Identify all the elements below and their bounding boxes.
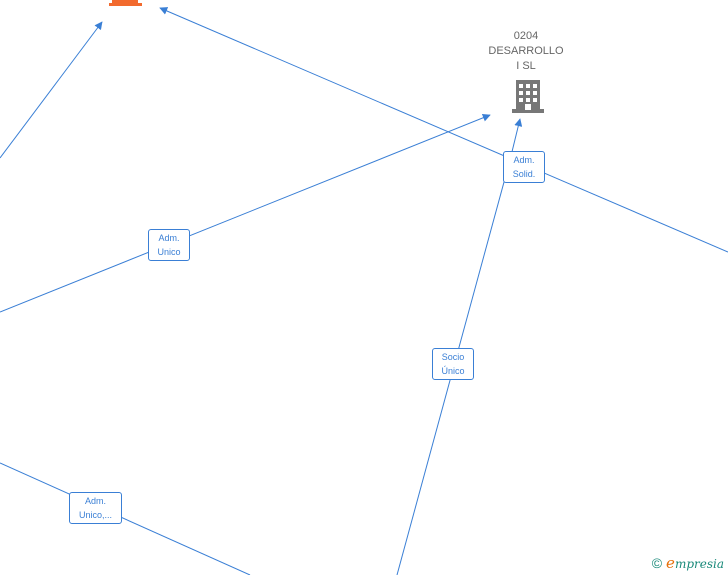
edge-label-adm-unico[interactable]: Adm. Unico xyxy=(148,229,190,261)
edge-line-to-top-company xyxy=(0,21,103,159)
footer-brand: © empresia xyxy=(652,554,724,572)
edge-label-adm-unico-etc[interactable]: Adm. Unico,... xyxy=(69,492,122,524)
building-icon[interactable] xyxy=(109,0,142,6)
brand-logo[interactable]: empresia xyxy=(666,554,724,572)
brand-initial: e xyxy=(666,554,675,572)
edge-label-adm-solid[interactable]: Adm. Solid. xyxy=(503,151,545,183)
edge-line-adm-unico-etc xyxy=(0,462,251,575)
edge-label-socio-unico[interactable]: Socio Único xyxy=(432,348,474,380)
building-icon[interactable] xyxy=(512,80,544,113)
copyright-icon: © xyxy=(651,555,663,571)
edge-line-adm-solid-to-top xyxy=(159,7,728,253)
edge-line-adm-unico xyxy=(0,113,491,313)
brand-text: mpresia xyxy=(674,557,724,571)
company-name-label[interactable]: 0204 DESARROLLO I SL xyxy=(488,30,564,72)
